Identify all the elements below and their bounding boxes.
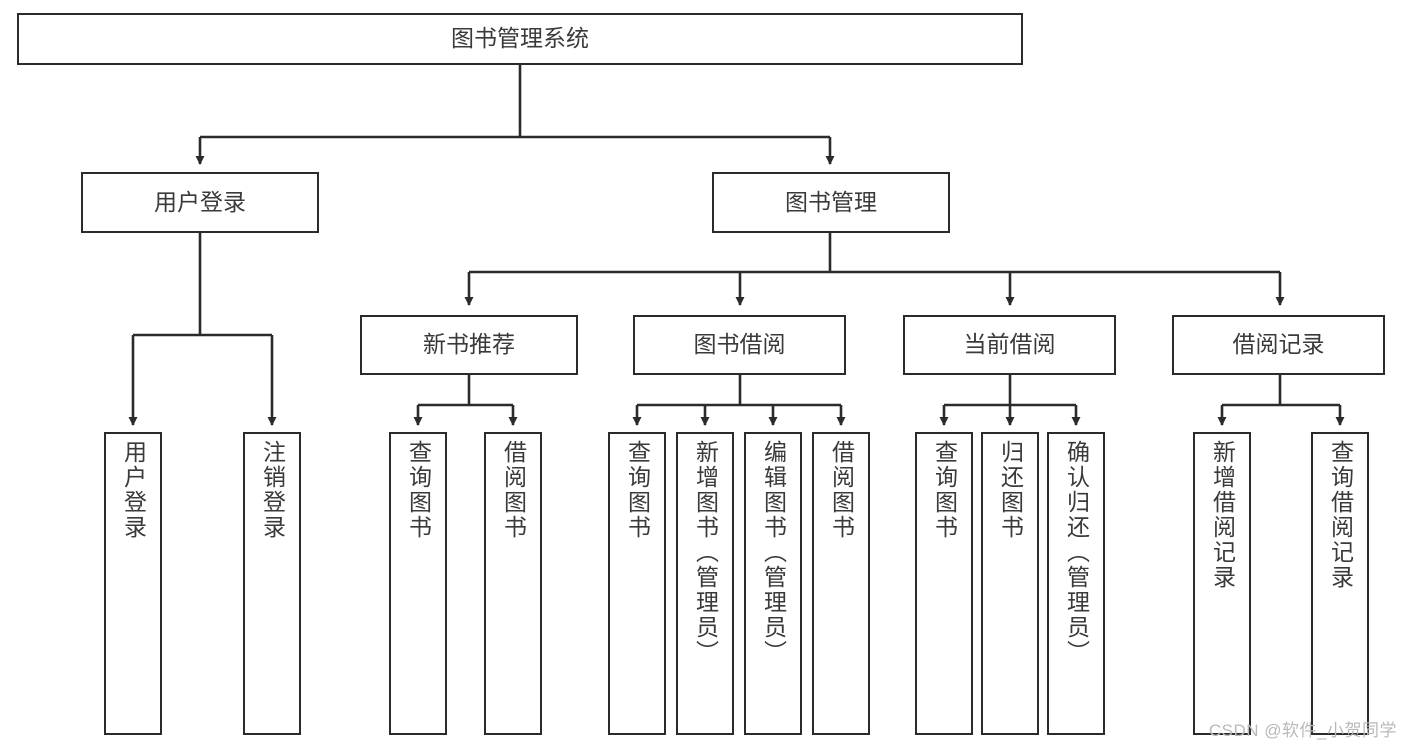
node-label: 借阅图书 (828, 440, 855, 540)
leaf-new-book-borrow-book[interactable]: 借阅图书 (484, 432, 542, 735)
leaf-current-borrow-return-book[interactable]: 归还图书 (981, 432, 1039, 735)
node-label: 图书借阅 (693, 331, 786, 358)
node-label: 新增借阅记录 (1209, 440, 1236, 590)
leaf-borrow-record-query-record[interactable]: 查询借阅记录 (1311, 432, 1369, 735)
node-borrow-record[interactable]: 借阅记录 (1172, 315, 1385, 375)
node-label: 查询图书 (931, 440, 958, 540)
node-book-borrow[interactable]: 图书借阅 (633, 315, 846, 375)
node-label: 当前借阅 (963, 331, 1056, 358)
leaf-borrow-record-add-record[interactable]: 新增借阅记录 (1193, 432, 1251, 735)
watermark-credit: CSDN @软件_小贺同学 (1208, 721, 1397, 740)
node-label: 图书管理 (785, 188, 877, 215)
node-label: 注销登录 (259, 440, 286, 540)
leaf-book-borrow-query-book[interactable]: 查询图书 (608, 432, 666, 735)
node-current-borrow[interactable]: 当前借阅 (903, 315, 1116, 375)
node-label: 用户登录 (120, 440, 147, 540)
node-label: 查询借阅记录 (1327, 440, 1354, 590)
leaf-new-book-query-book[interactable]: 查询图书 (389, 432, 447, 735)
node-root-book-management-system[interactable]: 图书管理系统 (17, 13, 1023, 65)
node-label: 查询图书 (624, 440, 651, 540)
node-label: 查询图书 (405, 440, 432, 540)
leaf-current-borrow-confirm-return-admin[interactable]: 确认归还（管理员） (1047, 432, 1105, 735)
leaf-book-borrow-add-book-admin[interactable]: 新增图书（管理员） (676, 432, 734, 735)
node-label: 借阅图书 (500, 440, 527, 540)
leaf-book-borrow-borrow-book[interactable]: 借阅图书 (812, 432, 870, 735)
node-label: 借阅记录 (1232, 331, 1325, 358)
node-user-login[interactable]: 用户登录 (81, 172, 319, 233)
node-label: 新增图书（管理员） (692, 440, 719, 665)
node-label: 图书管理系统 (451, 25, 589, 52)
leaf-book-borrow-edit-book-admin[interactable]: 编辑图书（管理员） (744, 432, 802, 735)
node-label: 编辑图书（管理员） (760, 440, 787, 665)
node-new-book-recommend[interactable]: 新书推荐 (360, 315, 578, 375)
leaf-user-login-logout[interactable]: 注销登录 (243, 432, 301, 735)
node-label: 归还图书 (997, 440, 1024, 540)
leaf-current-borrow-query-book[interactable]: 查询图书 (915, 432, 973, 735)
node-label: 新书推荐 (423, 331, 515, 358)
node-label: 用户登录 (154, 188, 246, 215)
leaf-user-login-login[interactable]: 用户登录 (104, 432, 162, 735)
node-book-management[interactable]: 图书管理 (712, 172, 950, 233)
node-label: 确认归还（管理员） (1063, 440, 1090, 665)
